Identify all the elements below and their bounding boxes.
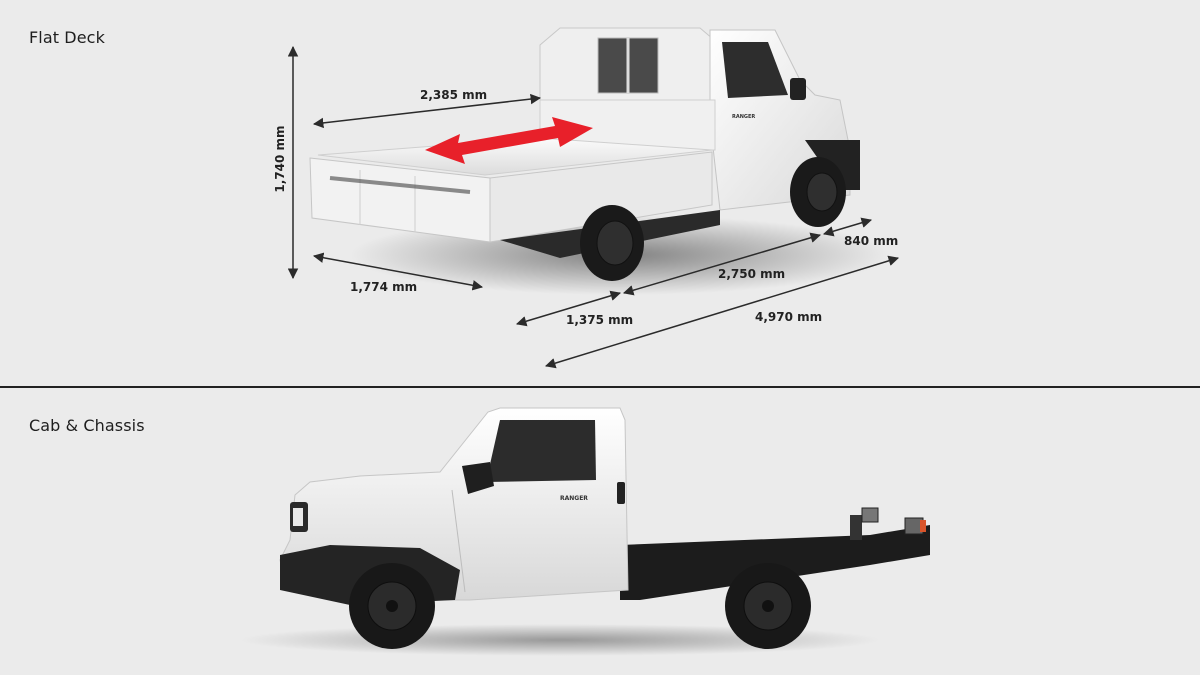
front-overhang-label: 840 mm xyxy=(844,234,899,248)
deck-side-panel xyxy=(489,151,713,243)
wheelbase-label: 2,750 mm xyxy=(718,267,786,281)
deck-length-dimension-line xyxy=(312,93,542,129)
chassis-frame xyxy=(620,507,930,600)
side-window xyxy=(486,420,596,482)
deck-length-label: 2,385 mm xyxy=(420,88,488,102)
ranger-badge: RANGER xyxy=(732,114,755,120)
front-wheel xyxy=(790,157,846,227)
rear-overhang-label: 1,375 mm xyxy=(566,313,634,327)
deck-width-dimension-line xyxy=(312,252,484,291)
front-wheel-2 xyxy=(349,563,435,649)
section-divider xyxy=(0,386,1200,388)
deck-length-red-arrow xyxy=(425,117,593,164)
front-overhang-dimension-line xyxy=(822,217,873,237)
side-mirror xyxy=(790,78,806,100)
overall-length-dimension-line xyxy=(544,255,900,369)
side-mirror-2 xyxy=(462,462,494,494)
ranger-badge-2: RANGER xyxy=(560,495,588,502)
section-title-cab-chassis: Cab & Chassis xyxy=(29,416,145,435)
cab-body: RANGER xyxy=(279,407,629,605)
deck-width-label: 1,774 mm xyxy=(350,280,418,294)
section-title-flat-deck: Flat Deck xyxy=(29,28,105,47)
overall-length-label: 4,970 mm xyxy=(755,310,823,324)
rear-wheel-2 xyxy=(725,563,811,649)
